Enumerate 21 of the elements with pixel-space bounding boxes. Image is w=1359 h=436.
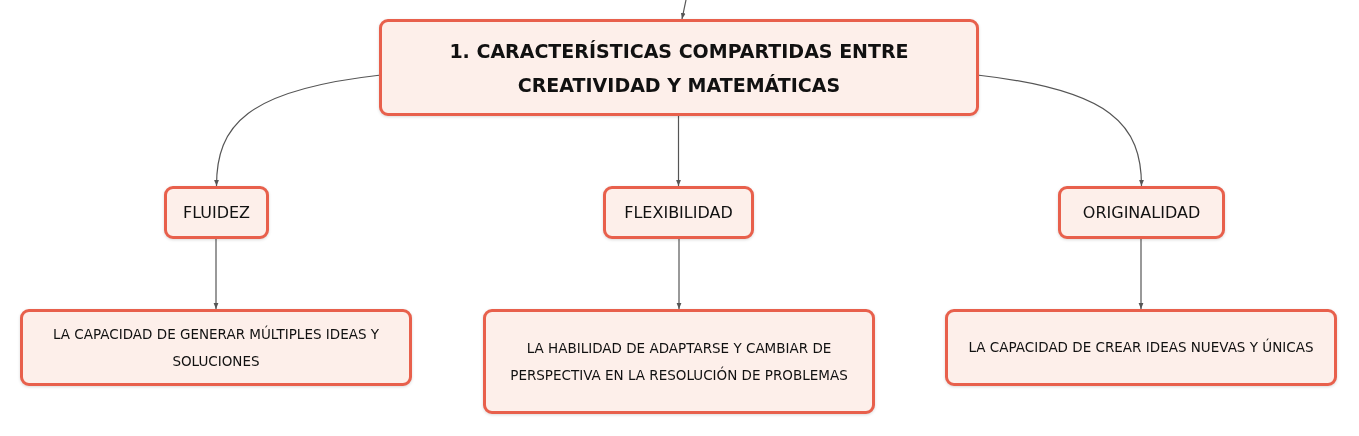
topic-box: [483, 309, 875, 414]
topic-text: ORIGINALIDAD: [1082, 203, 1201, 222]
topic-box: [1058, 186, 1225, 239]
connector-arrow: [676, 115, 681, 187]
connector-arrow: [676, 238, 682, 310]
topic-box: [20, 309, 412, 386]
topic-box: [603, 186, 754, 239]
connector-arrow: [978, 74, 1144, 187]
topic-box: [945, 309, 1337, 386]
topic-text: FLUIDEZ: [182, 203, 251, 222]
topic-text: 1. CARACTERÍSTICAS COMPARTIDAS ENTRE CREATIVIDAD Y MATEMÁTICAS: [448, 38, 910, 98]
topic-text: LA CAPACIDAD DE CREAR IDEAS NUEVAS Y ÚNICAS: [967, 337, 1315, 357]
topic-text: LA CAPACIDAD DE GENERAR MÚLTIPLES IDEAS Y SOLUCIONES: [51, 324, 381, 371]
connector-arrow: [214, 74, 380, 187]
topic-box: [379, 19, 979, 116]
connector-arrow: [1138, 238, 1144, 310]
connector-arrow: [680, 0, 687, 20]
topic-text: LA HABILIDAD DE ADAPTARSE Y CAMBIAR DE PERSPECTIVA EN LA RESOLUCIÓN DE PROBLEMAS: [509, 338, 849, 385]
topic-text: FLEXIBILIDAD: [624, 203, 733, 222]
topic-box: [164, 186, 269, 239]
connector-arrow: [213, 238, 219, 310]
